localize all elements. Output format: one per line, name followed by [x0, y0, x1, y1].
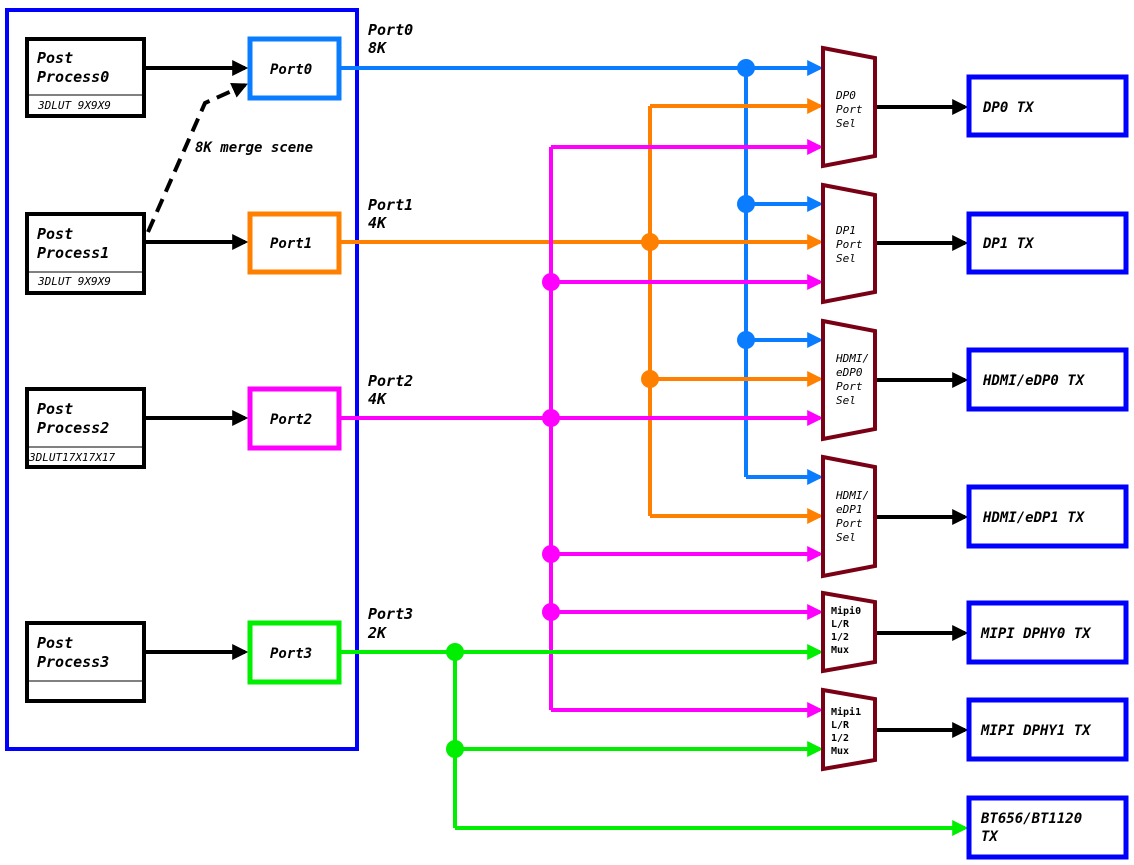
post-process-0-line2: Process0	[37, 68, 109, 86]
post-process-3: Post Process3	[25, 621, 146, 703]
port1-box-label: Port1	[270, 236, 312, 252]
dp1-mux-label-2: Port	[836, 238, 863, 251]
dp0-port-sel-mux: DP0 Port Sel	[821, 45, 877, 169]
hdmi-edp0-tx-box: HDMI/eDP0 TX	[966, 347, 1129, 412]
bt656-tx-label-1: BT656/BT1120	[980, 811, 1082, 827]
mipi1-mux-label-3: 1/2	[831, 733, 849, 744]
mipi1-lr-mux: Mipi1 L/R 1/2 Mux	[821, 687, 877, 772]
dp0-mux-label-1: DP0	[835, 89, 856, 102]
port1-box: Port1	[247, 211, 342, 275]
merge-scene-label: 8K merge scene	[195, 140, 313, 156]
dp0-mux-label-3: Sel	[836, 117, 856, 130]
post-process-1-line2: Process1	[37, 244, 109, 262]
dp1-port-sel-mux: DP1 Port Sel	[821, 182, 877, 305]
port3-name-label: Port3	[368, 605, 413, 623]
port3-box: Port3	[247, 620, 342, 685]
dp1-mux-label-1: DP1	[835, 224, 856, 237]
port1-routing	[341, 98, 824, 524]
port0-routing	[341, 59, 824, 485]
post-process-2-line1: Post	[37, 400, 73, 418]
port0-resolution: 8K	[368, 39, 388, 57]
hdmi-edp0-mux-label-3: Port	[836, 380, 863, 393]
mipi-dphy0-tx-label: MIPI DPHY0 TX	[980, 626, 1092, 642]
port3-box-label: Port3	[270, 646, 312, 662]
hdmi-edp0-mux-label-2: eDP0	[836, 366, 863, 379]
post-process-1-line1: Post	[37, 225, 73, 243]
hdmi-edp1-mux-label-2: eDP1	[836, 503, 863, 516]
hdmi-edp0-mux-label-4: Sel	[836, 394, 856, 407]
port1-resolution: 4K	[368, 214, 388, 232]
hdmi-edp0-port-sel-mux: HDMI/ eDP0 Port Sel	[821, 318, 877, 442]
port2-name-label: Port2	[368, 372, 413, 390]
hdmi-edp1-port-sel-mux: HDMI/ eDP1 Port Sel	[821, 454, 877, 579]
dp1-tx-box: DP1 TX	[966, 211, 1129, 275]
mipi-dphy1-tx-label: MIPI DPHY1 TX	[980, 723, 1092, 739]
mipi0-mux-label-1: Mipi0	[831, 605, 861, 617]
post-process-2-lut: 3DLUT17X17X17	[28, 451, 115, 464]
post-process-0: Post Process0 3DLUT 9X9X9	[25, 37, 146, 118]
dp0-tx-box: DP0 TX	[966, 74, 1129, 138]
hdmi-edp1-mux-label-4: Sel	[836, 531, 856, 544]
hdmi-edp1-tx-box: HDMI/eDP1 TX	[966, 484, 1129, 549]
port2-box-label: Port2	[270, 412, 312, 428]
dp0-mux-label-2: Port	[836, 103, 863, 116]
post-process-1: Post Process1 3DLUT 9X9X9	[25, 212, 146, 295]
mipi-dphy1-tx-box: MIPI DPHY1 TX	[966, 697, 1129, 762]
hdmi-edp1-tx-label: HDMI/eDP1 TX	[982, 510, 1086, 526]
hdmi-edp1-mux-label-1: HDMI/	[835, 489, 869, 502]
port0-box: Port0	[247, 36, 342, 101]
port3-resolution: 2K	[367, 624, 388, 642]
post-process-2-line2: Process2	[37, 419, 109, 437]
post-process-1-lut: 3DLUT 9X9X9	[37, 275, 111, 288]
port2-resolution: 4K	[368, 390, 388, 408]
dp1-tx-label: DP1 TX	[982, 236, 1035, 252]
port1-name-label: Port1	[368, 196, 413, 214]
post-process-0-lut: 3DLUT 9X9X9	[37, 99, 111, 112]
port0-box-label: Port0	[270, 62, 312, 78]
mipi0-lr-mux: Mipi0 L/R 1/2 Mux	[821, 590, 877, 674]
hdmi-edp0-tx-label: HDMI/eDP0 TX	[982, 373, 1086, 389]
port3-routing	[341, 643, 969, 836]
post-process-3-line1: Post	[37, 634, 73, 652]
mipi0-mux-label-4: Mux	[831, 645, 849, 656]
port2-box: Port2	[247, 386, 342, 451]
port0-name-label: Port0	[368, 21, 413, 39]
bt656-tx-label-2: TX	[981, 829, 999, 845]
dp1-mux-label-3: Sel	[836, 252, 856, 265]
mipi-dphy0-tx-box: MIPI DPHY0 TX	[966, 600, 1129, 665]
bt656-bt1120-tx-box: BT656/BT1120 TX	[966, 795, 1129, 860]
post-process-2: Post Process2 3DLUT17X17X17	[25, 387, 146, 469]
merge-dashed-arrow	[146, 82, 248, 233]
post-process-3-line2: Process3	[37, 653, 109, 671]
port2-routing	[341, 139, 824, 718]
mipi1-mux-label-1: Mipi1	[831, 706, 861, 718]
post-process-0-line1: Post	[37, 49, 73, 67]
mipi0-mux-label-2: L/R	[831, 619, 850, 630]
mipi1-mux-label-2: L/R	[831, 720, 850, 731]
dp0-tx-label: DP0 TX	[982, 100, 1035, 116]
mipi0-mux-label-3: 1/2	[831, 632, 849, 643]
hdmi-edp1-mux-label-3: Port	[836, 517, 863, 530]
display-subsystem-frame	[5, 8, 359, 751]
hdmi-edp0-mux-label-1: HDMI/	[835, 352, 869, 365]
mipi1-mux-label-4: Mux	[831, 746, 849, 757]
